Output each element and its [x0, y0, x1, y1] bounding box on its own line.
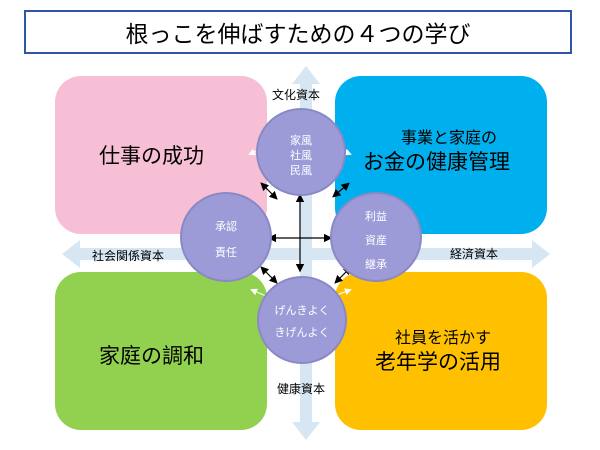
circle-text: 民風 [290, 164, 312, 177]
axis-label-health: 健康資本 [277, 382, 326, 396]
circle-text: 資産 [365, 234, 387, 247]
circle-text: 継承 [365, 258, 387, 271]
circle-text: げんきよく [274, 304, 330, 317]
quadrant-sub-label: 事業と家庭の [401, 128, 498, 147]
circle-social: 承認 責任 [180, 192, 272, 282]
circle-text: 責任 [215, 246, 237, 259]
circle-text: 社風 [290, 149, 312, 162]
arrow-diag-top-left [260, 182, 278, 200]
axis-label-economic: 経済資本 [450, 247, 499, 261]
quadrant-work-success: 仕事の成功 [55, 76, 267, 234]
quadrant-main-label: 仕事の成功 [99, 144, 204, 168]
quadrant-family-harmony: 家庭の調和 [55, 272, 267, 430]
horizontal-axis-arrow [62, 240, 550, 268]
circle-text: 承認 [215, 220, 237, 233]
quadrant-main-label: 家庭の調和 [99, 344, 204, 368]
circle-economic: 利益 資産 継承 [330, 192, 422, 282]
circle-text: 家風 [290, 134, 312, 147]
quadrant-main-label: お金の健康管理 [363, 150, 510, 174]
circle-culture: 家風 社風 民風 [256, 108, 346, 196]
page-title: 根っこを伸ばすための４つの学び [24, 10, 572, 54]
quadrant-gerontology: 社員を活かす 老年学の活用 [335, 272, 547, 430]
axis-label-culture: 文化資本 [272, 88, 321, 102]
circle-text: 利益 [365, 210, 387, 223]
circle-health: げんきよく きげんよく [257, 276, 347, 364]
circle-text: きげんよく [274, 326, 330, 339]
axis-label-social: 社会関係資本 [92, 249, 165, 263]
quadrant-sub-label: 社員を活かす [395, 328, 492, 347]
quadrant-main-label: 老年学の活用 [375, 350, 501, 374]
arrow-diag-bottom-left [260, 266, 278, 284]
arrow-diag-top-right [332, 182, 350, 198]
